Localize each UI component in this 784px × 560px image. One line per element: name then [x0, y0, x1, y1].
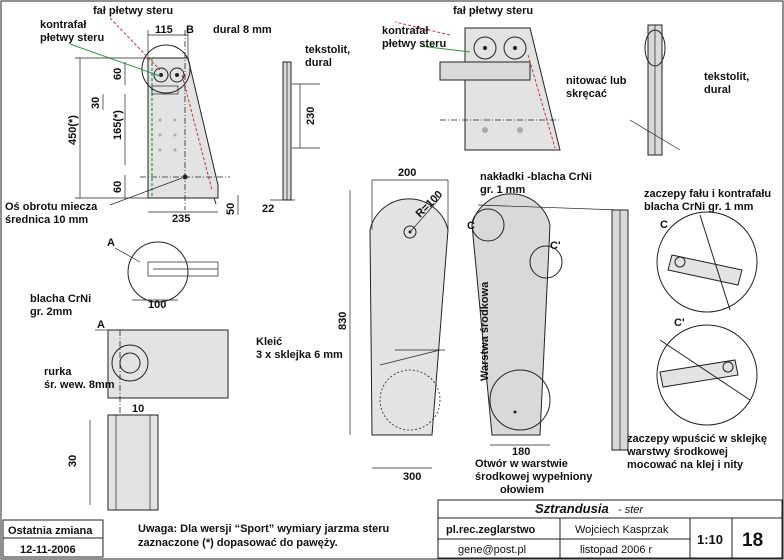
label-dural-8mm: dural 8 mm [213, 24, 272, 36]
label-zaczepy-2: blacha CrNi gr. 1 mm [644, 201, 754, 213]
dim-10: 10 [132, 403, 144, 415]
dim-830: 830 [337, 312, 349, 330]
label-klej-1: Kleić [256, 336, 282, 348]
label-fal-steru-left: fał płetwy steru [93, 5, 173, 17]
tekstolit-strip-right [629, 24, 681, 156]
change-label: Ostatnia zmiana [8, 525, 93, 537]
title-date: listopad 2006 r [580, 544, 652, 556]
label-wpuscic-2: warstwy środkowej [626, 446, 728, 458]
dim-60-bottom: 60 [112, 181, 124, 193]
label-Cprime-blade: C' [550, 240, 561, 252]
dim-450: 450(*) [67, 115, 79, 145]
yoke-side-view [69, 17, 230, 210]
label-os-obrotu-1: Oś obrotu miecza [5, 201, 98, 213]
title-name: Sztrandusia [535, 501, 609, 516]
note-line-2: zaznaczone (*) dopasować do pawęży. [138, 537, 338, 549]
label-kontrafal-right-1: kontrafał [382, 25, 428, 37]
label-tekstolit-right-1: tekstolit, [704, 71, 749, 83]
detail-A [114, 241, 219, 303]
dim-30-bottom: 30 [67, 455, 79, 467]
title-email: gene@post.pl [458, 544, 526, 556]
dim-100-A: 100 [148, 299, 166, 311]
title-sheet-number: 18 [742, 530, 763, 551]
label-klej-2: 3 x sklejka 6 mm [256, 349, 343, 361]
dim-235: 235 [172, 213, 190, 225]
rudder-blade-outer [349, 179, 449, 469]
label-wpuscic-3: mocować na klej i nity [627, 459, 744, 471]
label-otwor-3: ołowiem [500, 484, 544, 496]
yoke-front-view [394, 21, 561, 151]
label-tekstolit-left-2: dural [305, 57, 332, 69]
label-os-obrotu-2: średnica 10 mm [5, 214, 88, 226]
label-kontrafal-left-2: płetwy steru [40, 32, 104, 44]
label-blacha-2: gr. 2mm [30, 306, 72, 318]
title-subtitle: - ster [618, 504, 644, 516]
tekstolit-strip-left [270, 61, 320, 201]
label-blacha-1: blacha CrNi [30, 293, 91, 305]
title-block [437, 499, 783, 559]
label-fal-steru-right: fał płetwy steru [453, 5, 533, 17]
label-wpuscic-1: zaczepy wpuścić w sklejkę [627, 433, 767, 445]
label-otwor-2: środkowej wypełniony [475, 471, 593, 483]
dim-60-top: 60 [112, 68, 124, 80]
label-nakladki-1: nakładki -blacha CrNi [480, 171, 592, 183]
dim-300: 300 [403, 471, 421, 483]
label-nitowac-2: skręcać [566, 88, 607, 100]
label-tekstolit-right-2: dural [704, 84, 731, 96]
detail-Cprime [656, 324, 758, 426]
label-C-detail: C [660, 219, 668, 231]
label-nitowac-1: nitować lub [566, 75, 627, 87]
note-line-1: Uwaga: Dla wersji “Sport” wymiary jarzma… [138, 523, 389, 535]
label-warstwa-srodkowa: Warstwa środkowa [479, 281, 491, 381]
dim-115: 115 [155, 24, 173, 36]
detail-C [656, 211, 758, 313]
yoke-dimensions [75, 30, 239, 215]
label-A-top: A [107, 237, 115, 249]
label-C-blade: C [467, 220, 475, 232]
dim-50: 50 [225, 203, 237, 215]
label-zaczepy-1: zaczepy fału i kontrafału [644, 188, 771, 200]
change-box [2, 519, 104, 558]
leader-os [109, 177, 183, 206]
label-A-bottom: A [97, 319, 105, 331]
label-rurka-2: śr. wew. 8mm [44, 379, 115, 391]
dim-30: 30 [90, 97, 102, 109]
title-author: Wojciech Kasprzak [575, 524, 669, 536]
label-B: B [186, 24, 194, 36]
label-kontrafal-left-1: kontrafał [40, 19, 86, 31]
change-date: 12-11-2006 [20, 544, 76, 556]
dim-22: 22 [262, 203, 274, 215]
title-scale: 1:10 [697, 532, 723, 547]
dim-165: 165(*) [112, 110, 124, 140]
rudder-blade-middle [471, 193, 629, 451]
label-rurka-1: rurka [44, 366, 72, 378]
title-org: pl.rec.zeglarstwo [446, 524, 536, 536]
label-tekstolit-left-1: tekstolit, [305, 44, 350, 56]
label-otwor-1: Otwór w warstwie [475, 458, 568, 470]
section-view [89, 329, 229, 511]
label-nakladki-2: gr. 1 mm [480, 184, 525, 196]
label-Cprime-detail: C' [674, 317, 685, 329]
dim-200: 200 [398, 167, 416, 179]
label-kontrafal-right-2: płetwy steru [382, 38, 446, 50]
dim-180: 180 [512, 446, 530, 458]
dim-230: 230 [305, 107, 317, 125]
